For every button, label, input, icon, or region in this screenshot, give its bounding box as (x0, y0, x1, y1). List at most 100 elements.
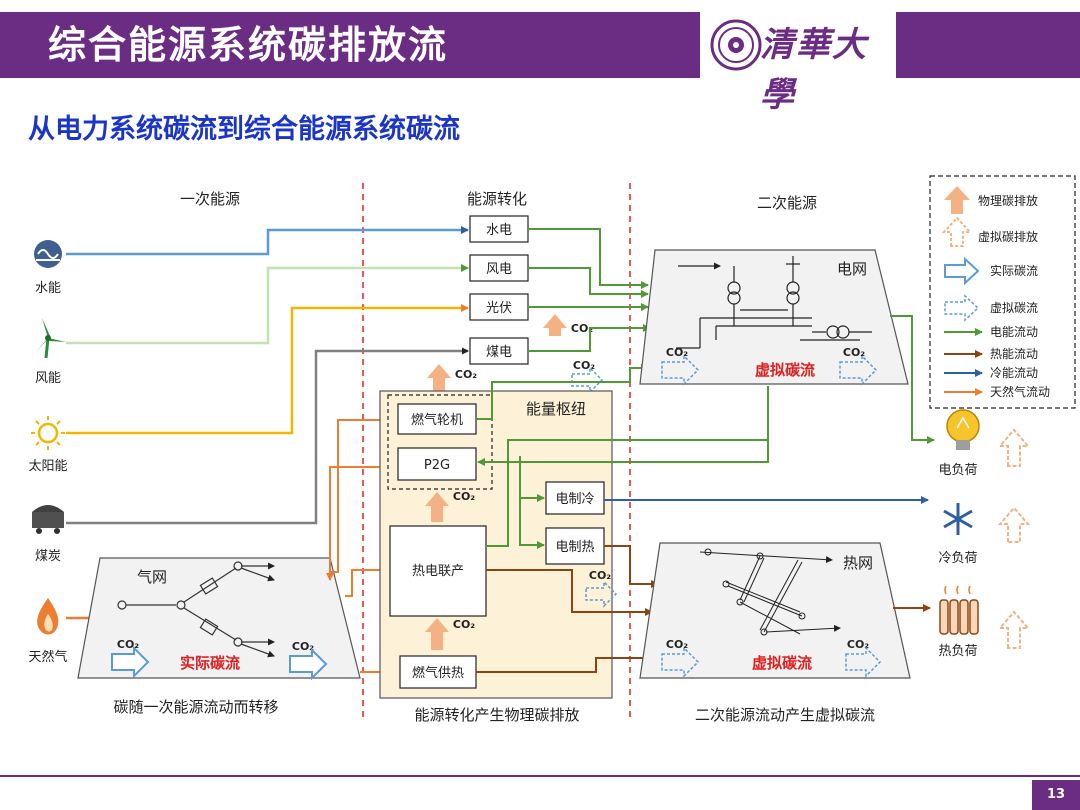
chp-label: 热电联产 (412, 564, 464, 579)
electric-cooling-label: 电制冷 (555, 492, 594, 507)
energy-hub-title: 能量枢纽 (526, 400, 586, 418)
elec-to-heating-line (519, 498, 545, 549)
gas-to-turbine-line (330, 416, 397, 573)
pv-emission-arrow (543, 314, 567, 336)
source-label-gas: 天然气 (28, 649, 67, 665)
caption-right: 二次能源流动产生虚拟碳流 (695, 706, 875, 724)
footer-line (0, 775, 1080, 777)
legend-box (929, 175, 1076, 409)
gas-pipeline-icon (117, 561, 275, 658)
gas-turbine-label: 燃气轮机 (411, 412, 463, 428)
gas-heating-box (399, 655, 477, 689)
generator-coal-label: 煤电 (486, 345, 512, 360)
p2g-label: P2G (424, 458, 450, 473)
page-number: 13 (1046, 787, 1066, 802)
gt-co2-label: CO₂ (453, 490, 475, 503)
grid-to-p2g-line (477, 386, 769, 466)
university-logo: 清華大學 (700, 12, 896, 115)
gas-heating-label: 燃气供热 (412, 665, 464, 681)
gas-to-chp-line (345, 566, 389, 597)
heat-pipe-network-icon (699, 548, 841, 636)
load-label-cooling: 冷负荷 (938, 551, 977, 566)
legend-elec-flow: 电能流动 (990, 325, 1038, 339)
coal-emission-arrow (427, 364, 451, 392)
gas-actual-flow-arrow-left (111, 645, 150, 679)
chp-co2-label: CO₂ (453, 618, 475, 631)
generator-pv-label: 光伏 (486, 301, 512, 316)
grid-to-electric-load-line (890, 315, 935, 444)
chp-box (389, 525, 487, 617)
legend-virtual-emission-icon (941, 216, 973, 247)
cooling-load-virtual-emission (997, 506, 1031, 543)
legend-cold-flow: 冷能流动 (990, 366, 1038, 380)
source-label-wind: 风能 (35, 371, 61, 386)
hydro-to-grid-line (528, 228, 649, 289)
heat-virtual-arrow-right (845, 646, 882, 678)
legend-gas-flow: 天然气流动 (990, 384, 1050, 399)
legend-physical-emission: 物理碳排放 (978, 193, 1038, 208)
coal-co2-label: CO₂ (455, 368, 477, 381)
header-secondary-energy: 二次能源 (757, 194, 817, 212)
electric-heating-label: 电制热 (555, 540, 594, 555)
virtual-top-co2-label: CO₂ (573, 359, 595, 372)
gas-network-panel (77, 557, 361, 679)
gas-flow-label: 实际碳流 (180, 654, 240, 672)
hydro-icon (34, 240, 62, 268)
elec-heat-line (604, 545, 659, 588)
legend-virtual-flow-icon (944, 294, 980, 322)
chp-heat-line (486, 569, 653, 616)
coal-cart-icon (32, 505, 64, 534)
page-number-box: 13 (1032, 780, 1080, 810)
grid-co2-right: CO₂ (843, 346, 865, 359)
heat-co2-right: CO₂ (847, 638, 869, 651)
generator-pv-box (469, 293, 529, 321)
source-label-hydro: 水能 (35, 281, 61, 296)
coal-flow-line (66, 347, 469, 525)
light-bulb-icon (946, 409, 980, 450)
header-energy-conversion: 能源转化 (467, 190, 527, 208)
section-subtitle: 从电力系统碳流到综合能源系统碳流 (28, 114, 460, 145)
heat-flow-label: 虚拟碳流 (752, 654, 812, 672)
legend-virtual-flow: 虚拟碳流 (990, 301, 1038, 315)
coal-to-grid-line (528, 324, 651, 352)
heat-load-virtual-emission (997, 610, 1031, 649)
generator-wind-label: 风电 (486, 262, 512, 277)
radiator-icon (939, 585, 979, 635)
gt-emission-arrow (425, 492, 449, 522)
load-label-heat: 热负荷 (938, 644, 977, 659)
carbon-flow-diagram: 一次能源 能源转化 二次能源 水能 风能 太阳能 煤炭 天然气 (28, 175, 1076, 724)
wind-flow-line (66, 264, 469, 345)
source-label-solar: 太阳能 (28, 459, 67, 474)
source-label-coal: 煤炭 (35, 549, 61, 564)
electric-load-virtual-emission (997, 428, 1031, 467)
electric-cooling-box (545, 481, 605, 515)
wind-to-grid-line (528, 267, 649, 298)
p2g-box (397, 447, 477, 481)
electric-heating-box (545, 527, 605, 565)
hydro-flow-line (66, 226, 469, 256)
heat-network-panel (639, 542, 911, 679)
gas-heating-heat-line (476, 654, 651, 673)
gas-co2-right: CO₂ (292, 640, 314, 653)
caption-middle: 能源转化产生物理碳排放 (414, 706, 579, 724)
gas-network-title: 气网 (137, 568, 167, 586)
solar-flow-line (66, 304, 469, 435)
generator-hydro-label: 水电 (486, 223, 512, 238)
turbine-to-grid-line (476, 364, 649, 420)
power-grid-title: 电网 (837, 260, 867, 278)
header-primary-energy: 一次能源 (180, 190, 240, 208)
page-title: 综合能源系统碳排放流 (48, 23, 449, 67)
wind-turbine-icon (36, 318, 66, 359)
pv-co2-label: CO₂ (571, 322, 593, 335)
gas-actual-flow-arrow-right (289, 647, 328, 681)
seal-icon (710, 19, 762, 71)
gas-turbine-p2g-group (387, 394, 493, 490)
legend-physical-emission-icon (944, 186, 970, 214)
legend-actual-flow-icon (944, 256, 980, 286)
snowflake-icon (943, 503, 973, 535)
grid-virtual-arrow-right (839, 354, 878, 386)
caption-left: 碳随一次能源流动而转移 (113, 698, 278, 716)
power-grid-panel (639, 249, 909, 385)
power-grid-circuit-icon (676, 256, 872, 349)
chp-emission-arrow (425, 618, 449, 650)
